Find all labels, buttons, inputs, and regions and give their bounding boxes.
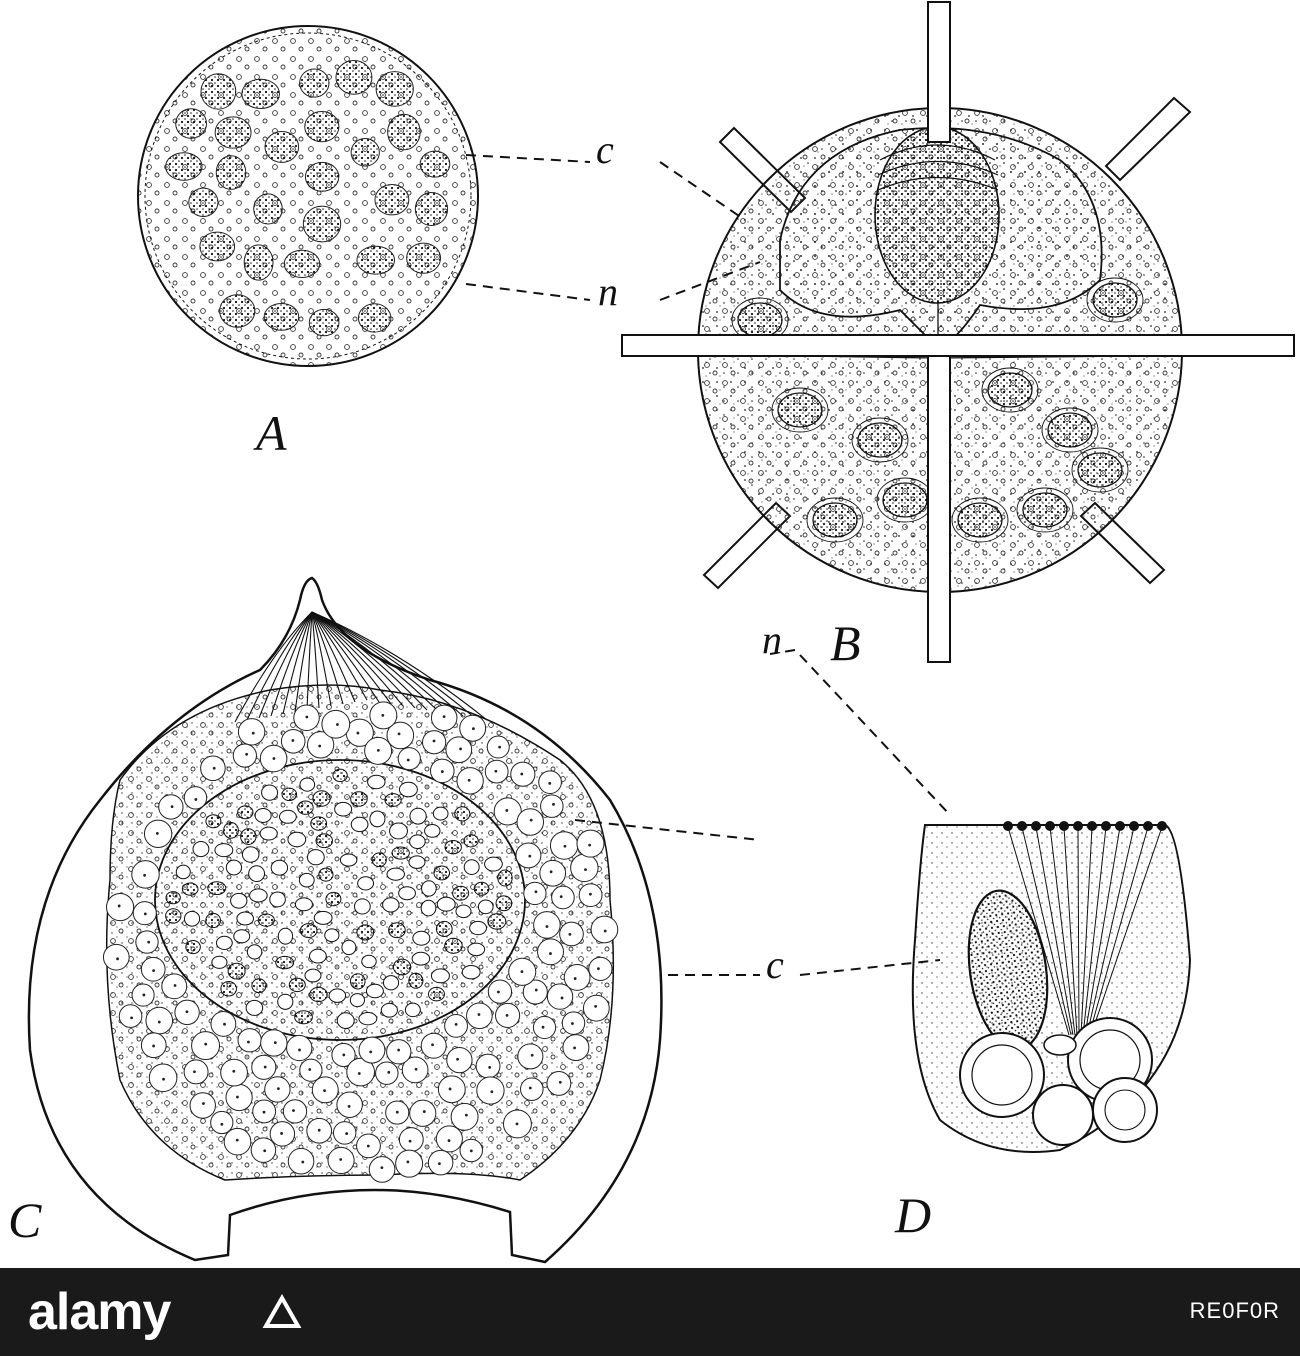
panel-label-c: C	[8, 1192, 42, 1248]
watermark-banner: alamy RE0F0R	[0, 1268, 1300, 1356]
pointer-label-c-bottom: c	[766, 942, 784, 987]
pointer-lines	[465, 154, 951, 976]
alamy-logo: alamy	[28, 1283, 171, 1341]
stock-image-id: RE0F0R	[1189, 1298, 1280, 1323]
panel-b-cell	[621, 1, 1295, 663]
panel-label-a: A	[256, 405, 287, 461]
panel-c-cell	[27, 576, 663, 1264]
figure-plate: A B C D c n n c	[8, 1, 1295, 1264]
alamy-a-icon	[262, 1294, 302, 1328]
radiolarian-illustration	[27, 1, 1295, 1264]
pointer-label-n-bottom: n	[762, 617, 782, 662]
panel-a-cell	[137, 25, 479, 367]
pointer-label-c-top: c	[596, 127, 614, 172]
panel-d-cell	[911, 821, 1192, 1153]
panel-label-d: D	[895, 1187, 932, 1243]
pointer-label-n-top: n	[598, 269, 618, 314]
panel-label-b: B	[830, 615, 861, 671]
